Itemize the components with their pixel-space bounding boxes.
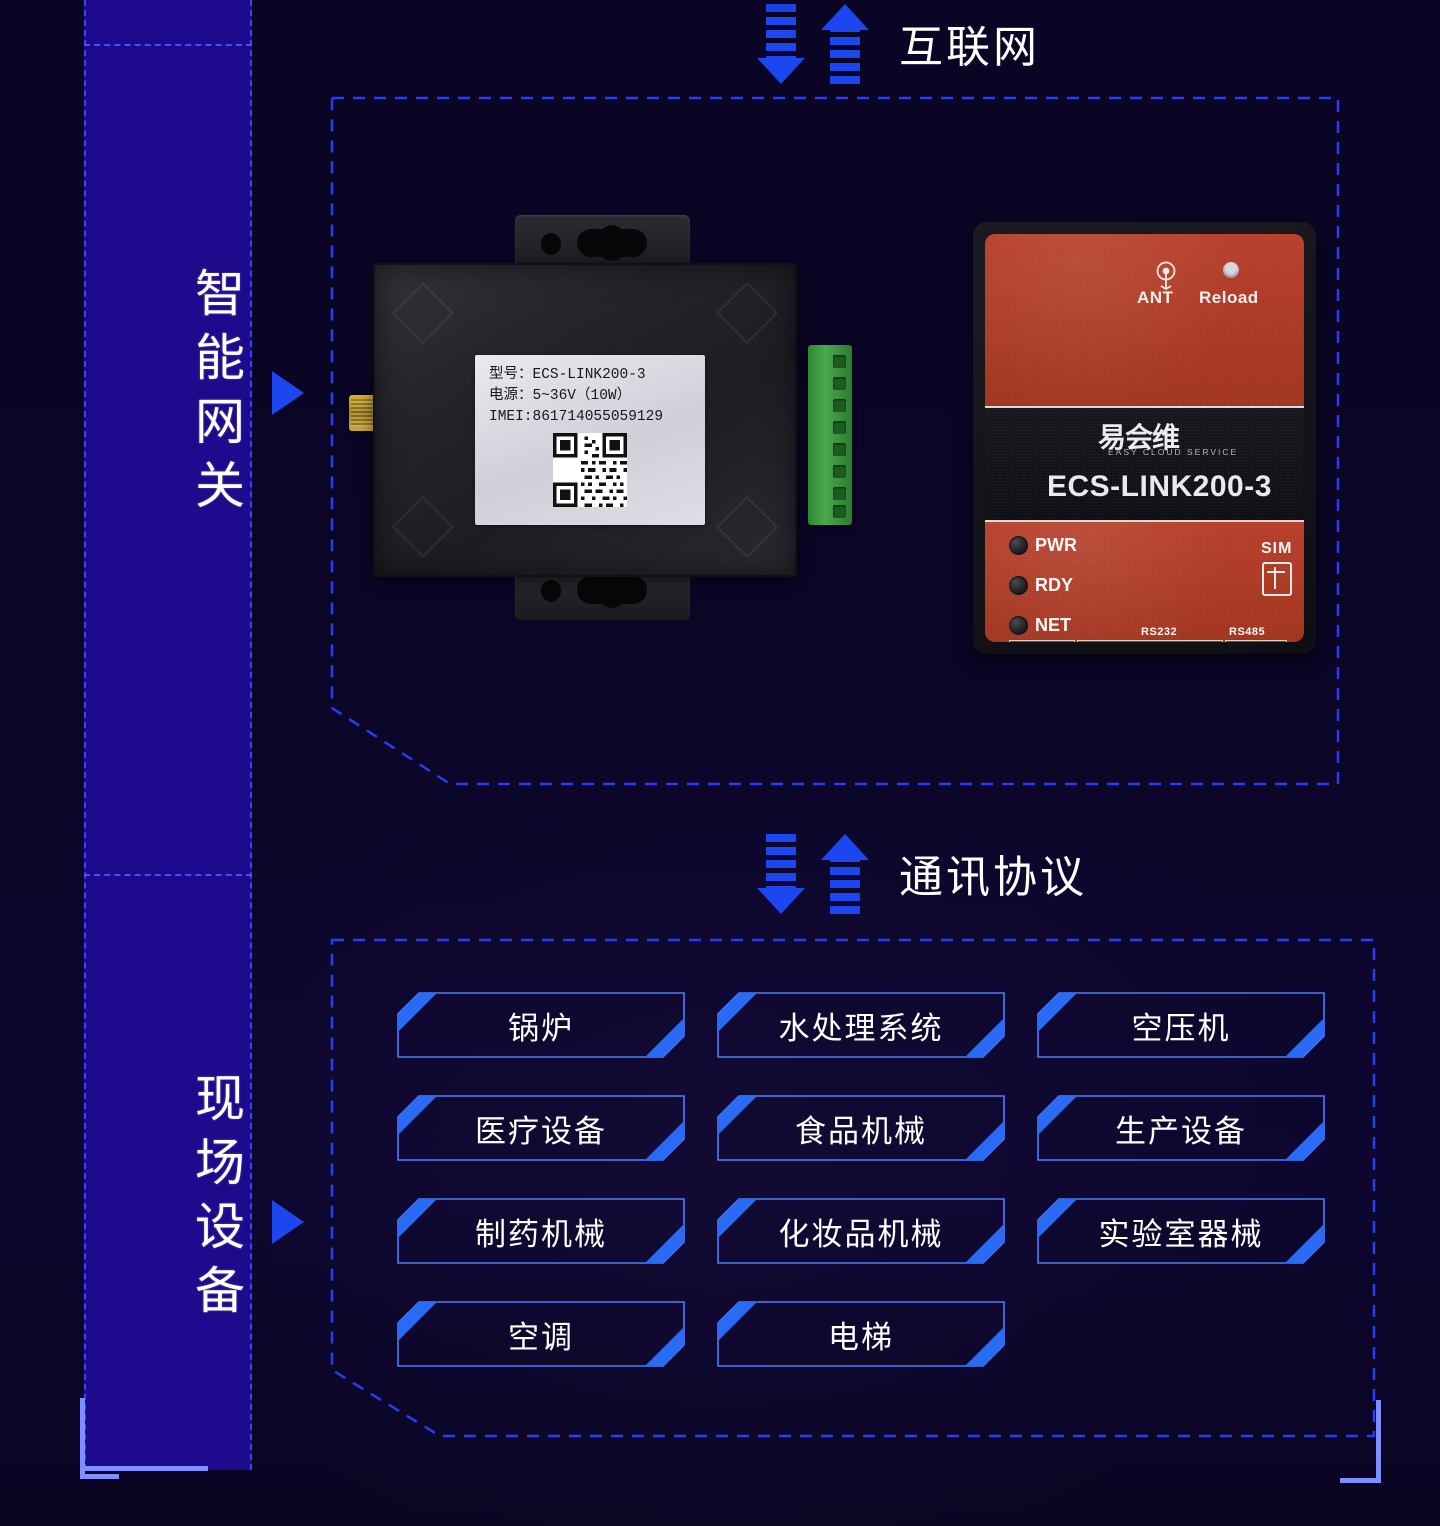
- led-pwr-indicator: [1009, 536, 1028, 555]
- card-frame: [717, 1301, 1005, 1367]
- led-pwr-label: PWR: [1035, 535, 1077, 555]
- field-devices-panel-border: [330, 938, 1376, 1438]
- terminal-group-power: [1009, 640, 1075, 642]
- card-frame: [1037, 1095, 1325, 1161]
- rs232-bus-label: RS232: [1141, 626, 1178, 638]
- device-card[interactable]: 医疗设备: [397, 1095, 685, 1161]
- green-terminal-block: [808, 345, 852, 525]
- card-frame: [397, 1095, 685, 1161]
- card-row-2: 医疗设备 食品机械: [397, 1095, 1337, 1161]
- sim-label: SIM: [1261, 540, 1293, 557]
- field-panel-corner-bracket: [1340, 1400, 1381, 1483]
- reload-label: Reload: [1199, 288, 1259, 307]
- red-bottom-panel: [985, 522, 1304, 642]
- card-frame: [397, 1301, 685, 1367]
- card-row-1: 锅炉 水处理系统: [397, 992, 1337, 1058]
- terminal-group-rs232: [1077, 640, 1223, 642]
- card-frame: [717, 992, 1005, 1058]
- device-card[interactable]: 生产设备: [1037, 1095, 1325, 1161]
- label-imei-line: IMEI:861714055059129: [489, 409, 664, 426]
- sidebar-item-smart-gateway: 智能网关: [188, 267, 244, 523]
- red-gateway-device: ANT Reload 易会维 EASY CLOUD SERVICE ECS-LI…: [973, 222, 1316, 654]
- sidebar-top-divider: [84, 44, 252, 46]
- sidebar-item-field-devices: 现场设备: [188, 1072, 244, 1328]
- gateway-panel-border: [330, 96, 1340, 786]
- led-net-indicator: [1009, 616, 1028, 635]
- card-frame: [397, 992, 685, 1058]
- card-frame: [717, 1198, 1005, 1264]
- black-gateway-device: 型号：ECS-LINK200-3 电源：5~36V（10W） IMEI:8617…: [349, 215, 852, 620]
- led-rdy-indicator: [1009, 576, 1028, 595]
- sim-card-icon: [1262, 562, 1292, 596]
- label-power-line: 电源：5~36V（10W）: [489, 388, 632, 405]
- rs485-bus-label: RS485: [1229, 626, 1266, 638]
- device-card[interactable]: 水处理系统: [717, 992, 1005, 1058]
- label-model-line: 型号：ECS-LINK200-3: [489, 367, 646, 383]
- up-arrow-icon: [821, 834, 869, 914]
- device-card[interactable]: 电梯: [717, 1301, 1005, 1367]
- antenna-icon: [1156, 261, 1176, 290]
- gateway-enclosure: 型号：ECS-LINK200-3 电源：5~36V（10W） IMEI:8617…: [373, 263, 797, 577]
- down-arrow-icon: [757, 4, 805, 84]
- pointer-triangle-devices-icon: [272, 1200, 304, 1244]
- device-card[interactable]: 锅炉: [397, 992, 685, 1058]
- down-arrow-icon: [757, 834, 805, 914]
- led-net-label: NET: [1035, 615, 1071, 635]
- card-row-4: 空调 电梯: [397, 1301, 1337, 1367]
- device-card[interactable]: 食品机械: [717, 1095, 1005, 1161]
- card-row-3: 制药机械 化妆品机械: [397, 1198, 1337, 1264]
- led-rdy-label: RDY: [1035, 575, 1074, 595]
- device-card[interactable]: 实验室器械: [1037, 1198, 1325, 1264]
- up-arrow-icon: [821, 4, 869, 84]
- black-middle-panel: [985, 408, 1304, 520]
- device-spec-label: 型号：ECS-LINK200-3 电源：5~36V（10W） IMEI:8617…: [475, 355, 705, 525]
- protocol-flow-label: 通讯协议: [899, 853, 1087, 902]
- device-card-label: 生产设备: [1115, 1113, 1247, 1149]
- reload-button[interactable]: [1223, 262, 1239, 278]
- device-card-label: 实验室器械: [1098, 1216, 1264, 1252]
- card-frame: [1037, 992, 1325, 1058]
- sidebar-corner-bracket-base: [80, 1466, 208, 1471]
- device-card-label: 食品机械: [795, 1113, 927, 1149]
- device-card[interactable]: 空调: [397, 1301, 685, 1367]
- device-card-label: 水处理系统: [778, 1010, 944, 1046]
- card-frame: [1037, 1198, 1325, 1264]
- device-card-label: 医疗设备: [475, 1113, 607, 1149]
- device-card-label: 制药机械: [475, 1216, 607, 1252]
- device-card[interactable]: 空压机: [1037, 992, 1325, 1058]
- protocol-flow-group: 通讯协议: [757, 834, 1087, 914]
- device-card[interactable]: 化妆品机械: [717, 1198, 1005, 1264]
- ant-label: ANT: [1137, 288, 1174, 307]
- device-card-grid: 锅炉 水处理系统: [397, 992, 1337, 1404]
- device-card-label: 化妆品机械: [778, 1216, 944, 1252]
- device-card-label: 空调: [508, 1319, 574, 1355]
- device-card-label: 空压机: [1131, 1010, 1231, 1046]
- sidebar-corner-bracket: [80, 1398, 119, 1479]
- card-frame: [717, 1095, 1005, 1161]
- red-top-panel: [985, 234, 1304, 406]
- device-card-label: 电梯: [828, 1319, 894, 1355]
- category-sidebar: [84, 0, 252, 1470]
- brand-logo-en: EASY CLOUD SERVICE: [1108, 447, 1239, 457]
- card-frame: [397, 1198, 685, 1264]
- sidebar-middle-divider: [84, 874, 252, 876]
- device-card[interactable]: 制药机械: [397, 1198, 685, 1264]
- terminal-group-rs485: [1225, 640, 1287, 642]
- internet-flow-group: 互联网: [757, 4, 1040, 84]
- device-model-text: ECS-LINK200-3: [1047, 470, 1272, 503]
- pointer-triangle-gateway-icon: [272, 371, 304, 415]
- qr-code-icon: [553, 433, 627, 507]
- internet-flow-label: 互联网: [899, 23, 1040, 72]
- brand-logo-cn: 易会维: [1098, 422, 1180, 453]
- device-card-label: 锅炉: [508, 1010, 574, 1046]
